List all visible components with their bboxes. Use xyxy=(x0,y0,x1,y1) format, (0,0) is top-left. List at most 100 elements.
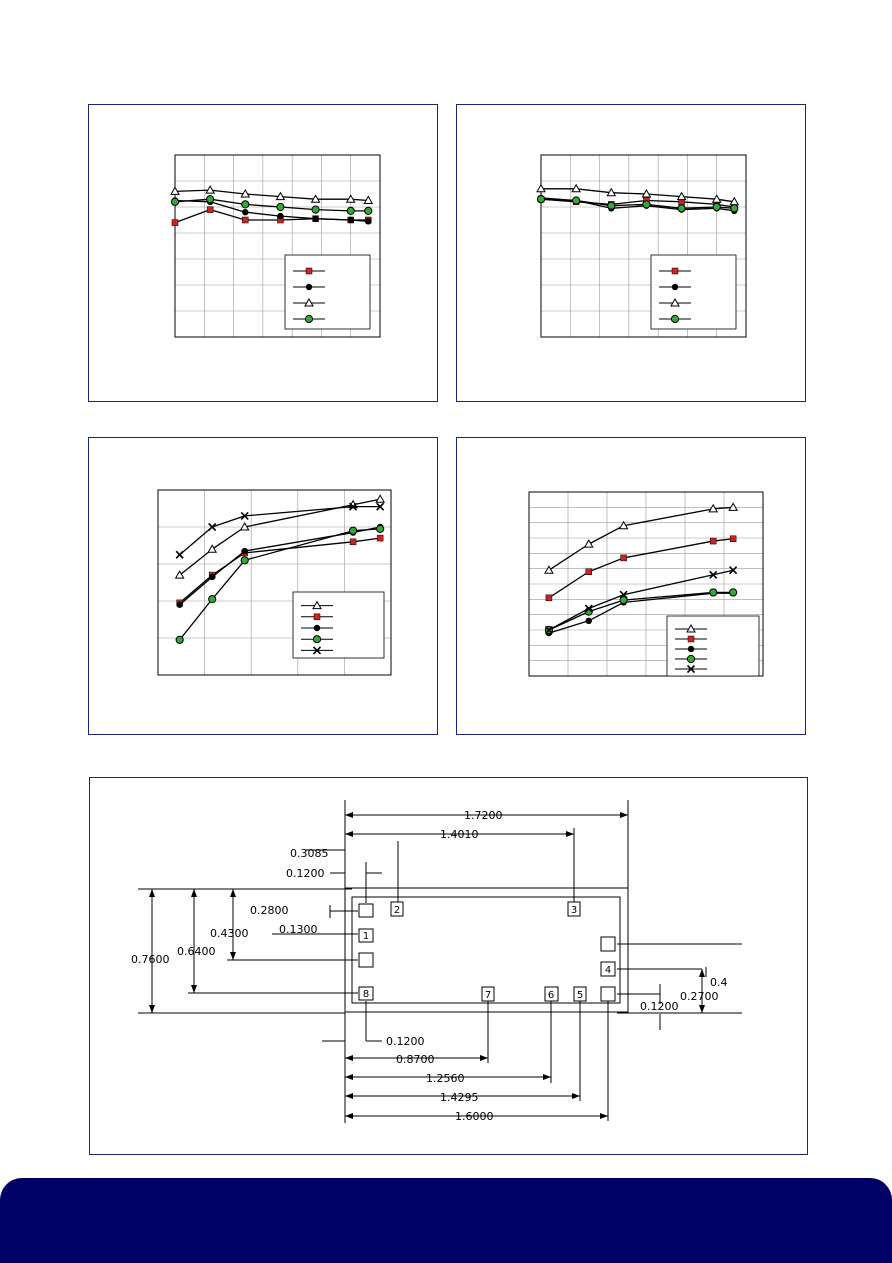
legend-marker xyxy=(687,635,695,643)
data-point xyxy=(239,521,250,531)
line-chart-3 xyxy=(157,489,392,676)
data-point xyxy=(620,554,627,562)
data-point xyxy=(572,196,581,205)
dim-height-a: 0.4300 xyxy=(210,927,249,940)
data-point xyxy=(709,588,718,597)
legend-marker xyxy=(305,267,313,275)
data-point xyxy=(376,502,385,511)
dim-bottom-a: 0.1200 xyxy=(386,1035,425,1048)
data-point xyxy=(544,625,553,635)
dim-right-a: 0.4 xyxy=(710,976,728,989)
data-point xyxy=(206,206,214,213)
pin-label-6: 6 xyxy=(548,990,554,1001)
series-line-1 xyxy=(548,506,734,571)
dim-pin2-offset: 0.3085 xyxy=(290,847,329,860)
data-point xyxy=(206,195,215,204)
dim-overall-height: 0.7600 xyxy=(131,953,170,966)
dim-bottom-e: 1.6000 xyxy=(455,1110,494,1123)
pin-label-5: 5 xyxy=(577,990,583,1001)
dim-pin3-offset: 1.4010 xyxy=(440,828,479,841)
data-point xyxy=(345,194,356,203)
data-point xyxy=(709,570,718,579)
legend-marker xyxy=(670,314,680,324)
chart-panel-3 xyxy=(88,437,438,735)
dim-pitch-b: 0.1300 xyxy=(279,923,318,936)
data-point xyxy=(171,219,179,226)
pin-label-4: 4 xyxy=(605,965,611,976)
dimension-drawing-panel: 1.7200 1.4010 0.3085 0.1200 0.2800 0.130… xyxy=(89,777,808,1155)
data-point xyxy=(709,537,717,545)
footer-band xyxy=(0,1178,892,1263)
data-point xyxy=(606,187,617,197)
data-point xyxy=(277,212,284,220)
package-inner-outline xyxy=(351,896,621,1004)
data-point xyxy=(170,186,180,195)
chart-panel-4 xyxy=(456,437,806,735)
data-point xyxy=(205,185,216,194)
plot-area xyxy=(174,154,381,338)
legend-marker xyxy=(312,646,322,655)
data-point xyxy=(585,568,592,575)
data-point xyxy=(677,204,686,213)
legend-marker xyxy=(312,635,322,644)
data-point xyxy=(174,570,185,579)
legend-marker xyxy=(670,297,680,307)
data-point xyxy=(208,573,216,581)
series-line-2 xyxy=(548,538,734,599)
line-chart-4 xyxy=(528,491,764,677)
chart-panel-1 xyxy=(88,104,438,402)
chart-legend xyxy=(650,254,737,330)
line-chart-1 xyxy=(170,154,381,338)
data-point xyxy=(728,502,738,511)
data-point xyxy=(242,209,249,216)
dim-pin1-offset: 0.1200 xyxy=(286,867,325,880)
data-point xyxy=(376,534,384,542)
legend-marker xyxy=(304,297,314,307)
legend-marker xyxy=(686,654,696,664)
data-point xyxy=(363,195,374,204)
pin-label-1: 1 xyxy=(363,931,369,942)
data-point xyxy=(676,191,687,201)
pin-label-8: 8 xyxy=(363,989,369,1000)
data-point xyxy=(241,200,250,209)
data-point xyxy=(176,601,183,608)
data-point xyxy=(347,216,354,224)
data-point xyxy=(618,520,629,530)
dim-bottom-b: 0.8700 xyxy=(396,1053,435,1066)
chart-legend xyxy=(292,591,385,659)
chart-panel-2 xyxy=(456,104,806,402)
legend-marker xyxy=(686,664,696,674)
data-point xyxy=(349,538,357,546)
data-point xyxy=(365,218,372,225)
data-point xyxy=(584,604,593,613)
legend-marker xyxy=(305,283,313,291)
data-point xyxy=(175,635,184,644)
data-point xyxy=(641,188,652,198)
data-point xyxy=(545,594,553,602)
data-point xyxy=(619,590,628,599)
data-point xyxy=(240,188,251,198)
data-point xyxy=(711,194,722,203)
pin-label-7: 7 xyxy=(485,990,491,1001)
data-point xyxy=(240,511,249,520)
dim-height-b: 0.6400 xyxy=(177,945,216,958)
legend-marker xyxy=(671,267,679,275)
data-point xyxy=(642,200,651,209)
data-point xyxy=(276,202,285,212)
dim-bottom-c: 1.2560 xyxy=(426,1072,465,1085)
data-point xyxy=(346,206,355,216)
legend-marker xyxy=(686,623,696,633)
legend-marker xyxy=(304,314,314,324)
chart-legend xyxy=(666,615,760,677)
data-point xyxy=(241,547,248,555)
plot-area xyxy=(528,491,764,677)
dim-right-c: 0.1200 xyxy=(640,1000,679,1013)
data-point xyxy=(729,535,737,543)
data-point xyxy=(311,205,320,214)
data-point xyxy=(619,596,628,605)
data-point xyxy=(170,197,180,206)
data-point xyxy=(585,617,592,624)
pin-label-2: 2 xyxy=(394,905,400,916)
data-point xyxy=(571,183,582,193)
data-point xyxy=(544,565,554,574)
